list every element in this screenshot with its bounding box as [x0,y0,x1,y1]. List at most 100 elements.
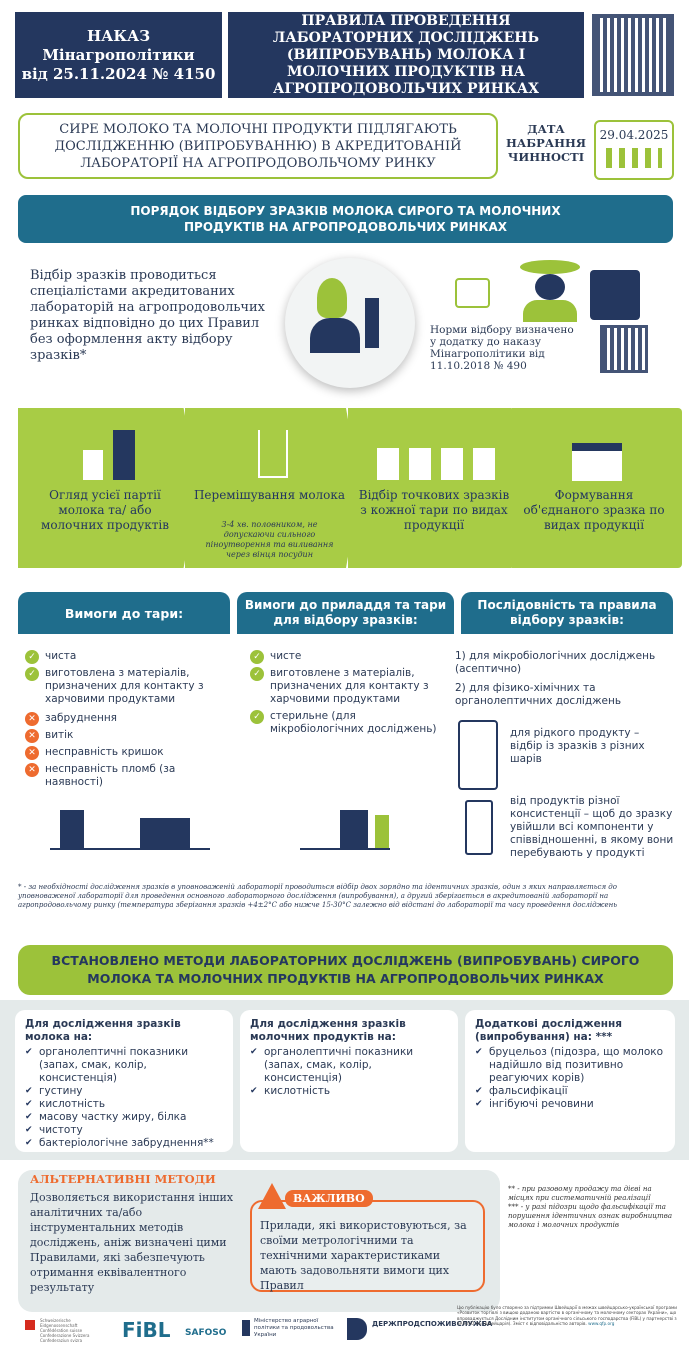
list-item: чиста [25,650,230,664]
mixed-rule: від продуктів різної консистенції – щоб … [510,795,674,859]
credits: Цю публікацію було створено за підтримки… [457,1305,677,1326]
footnote: * - за необхідності дослідження зразків … [18,883,618,909]
notes: ** - при разовому продажу та дієві на мі… [508,1185,676,1230]
note-triple-star: *** - у разі підозри щодо фальсифікації … [508,1203,673,1229]
dairy-products-icon [590,270,640,320]
header-text: Вимоги до приладдя та тари для відбору з… [244,598,447,627]
liquid-sampler-icon [458,720,498,790]
effective-date: 29.04.2025 [599,128,669,142]
date-label: ДАТА НАБРАННЯ ЧИННОСТІ [506,122,586,164]
list-item: бруцельоз (підозра, що молоко надійшло в… [475,1046,665,1085]
list-item: густину [25,1085,223,1098]
order-title: НАКАЗ [86,26,151,45]
list-item: витік [25,729,230,743]
important-box: Прилади, які використовуються, за своїми… [250,1200,485,1292]
containers-icon [50,800,210,850]
liquid-rule: для рідкого продукту – відбір із зразків… [510,727,645,765]
sampling-tools-icon [300,810,390,850]
card-title: Для дослідження зразків молочних продукт… [250,1018,406,1043]
list-item: кислотність [25,1098,223,1111]
warning-icon [258,1183,286,1209]
order-date: від 25.11.2024 № 4150 [21,64,216,83]
list-item: інгібуючі речовини [475,1098,665,1111]
milk-methods-card: Для дослідження зразків молока на: орган… [15,1010,233,1152]
header-text: Послідовність та правила відбору зразків… [477,598,657,627]
sample-containers-icon [377,448,497,480]
dpss-logo-text: ДЕРЖПРОДСПОЖИВСЛУЖБА [372,1320,493,1328]
combined-sample-icon [572,443,622,481]
sample-jars-icon [455,278,490,308]
sequence-list: 1) для мікробіологічних досліджень (асеп… [455,650,670,708]
alternative-text: Дозволяється використання інших аналітич… [30,1191,234,1294]
list-item: чисте [250,650,450,664]
page-title: ПРАВИЛА ПРОВЕДЕННЯ ЛАБОРАТОРНИХ ДОСЛІДЖЕ… [228,12,584,98]
mixing-glass-icon [257,430,288,478]
trident-icon [242,1320,250,1336]
step-title: Огляд усієї партії молока та/ або молочн… [40,488,169,532]
note-double-star: ** - при разовому продажу та дієві на мі… [508,1185,652,1202]
list-item: бактеріологічне забруднення** [25,1137,223,1150]
step-title: Перемішування молока [193,488,346,502]
safoso-logo: SAFOSO [185,1328,227,1338]
list-item: фальсифікації [475,1085,665,1098]
important-text: Прилади, які використовуються, за своїми… [260,1219,467,1292]
sequence-header: Послідовність та правила відбору зразків… [461,592,673,634]
list-item: чистоту [25,1124,223,1137]
step-point-samples: Відбір точкових зразків з кожної тари по… [348,408,526,568]
calendar-icon: 29.04.2025 [594,120,674,180]
banner-text: ВСТАНОВЛЕНО МЕТОДИ ЛАБОРАТОРНИХ ДОСЛІДЖЕ… [51,953,640,986]
order-box: НАКАЗ Мінагрополітики від 25.11.2024 № 4… [15,12,222,98]
card-title: Для дослідження зразків молока на: [25,1018,181,1043]
list-item: органолептичні показники (запах, смак, к… [25,1046,223,1085]
card-title: Додаткові дослідження (випробування) на:… [475,1018,622,1043]
norms-text: Норми відбору визначено у додатку до нак… [430,324,574,372]
farmer-icon [520,240,580,322]
list-item: несправність кришок [25,746,230,760]
extra-methods-card: Додаткові дослідження (випробування) на:… [465,1010,675,1152]
sampling-text: Відбір зразків проводиться спеціалістами… [30,268,266,363]
methods-banner: ВСТАНОВЛЕНО МЕТОДИ ЛАБОРАТОРНИХ ДОСЛІДЖЕ… [18,945,673,995]
list-item: кислотність [250,1085,448,1098]
list-item: несправність пломб (за наявності) [25,763,230,789]
order-org: Мінагрополітики [42,45,195,64]
sampling-band: ПОРЯДОК ВІДБОРУ ЗРАЗКІВ МОЛОКА СИРОГО ТА… [18,195,673,243]
mixed-product-icon [465,800,493,855]
title-text: ПРАВИЛА ПРОВЕДЕННЯ ЛАБОРАТОРНИХ ДОСЛІДЖЕ… [272,12,540,97]
credits-text: Цю публікацію було створено за підтримки… [457,1305,677,1326]
milk-products-icon [73,430,143,480]
container-requirements: чиста виготовлена з матеріалів, призначе… [25,650,230,793]
statement-text: СИРЕ МОЛОКО ТА МОЛОЧНІ ПРОДУКТИ ПІДЛЯГАЮ… [54,121,462,171]
tools-req-header: Вимоги до приладдя та тари для відбору з… [237,592,454,634]
dairy-methods-card: Для дослідження зразків молочних продукт… [240,1010,458,1152]
step-inspection: Огляд усієї партії молока та/ або молочн… [18,408,198,568]
list-item: виготовлена з матеріалів, призначених дл… [25,667,230,706]
step-mixing: Перемішування молока 3-4 хв. половником,… [185,408,360,568]
list-item: масову частку жиру, білка [25,1111,223,1124]
list-item: забруднення [25,712,230,726]
step-combined-sample: Формування об'єднаного зразка по видах п… [512,408,682,568]
intro-statement: СИРЕ МОЛОКО ТА МОЛОЧНІ ПРОДУКТИ ПІДЛЯГАЮ… [18,113,498,179]
step-note: 3-4 хв. половником, не допускаючи сильно… [205,520,334,559]
swiss-logo-text: Schweizerische Eidgenossenschaft Confédé… [40,1318,90,1343]
list-item: стерильне (для мікробіологічних дослідже… [250,710,450,736]
list-item: 2) для фізико-хімічних та органолептични… [455,682,622,707]
step-title: Формування об'єднаного зразка по видах п… [523,488,665,532]
norms-qr-code-icon[interactable] [600,325,648,373]
lab-specialist-icon [285,258,415,388]
header-text: Вимоги до тари: [64,605,184,621]
qr-code-icon[interactable] [592,14,674,96]
list-item: 1) для мікробіологічних досліджень (асеп… [455,650,656,675]
band-text: ПОРЯДОК ВІДБОРУ ЗРАЗКІВ МОЛОКА СИРОГО ТА… [130,204,561,234]
step-title: Відбір точкових зразків з кожної тари по… [358,488,510,532]
important-label: ВАЖЛИВО [285,1190,373,1207]
fibl-logo: FiBL [122,1318,171,1342]
credits-link[interactable]: www.qfp.org [588,1320,615,1326]
dpss-logo-icon [347,1318,367,1340]
list-item: органолептичні показники (запах, смак, к… [250,1046,448,1085]
tools-requirements: чисте виготовлене з матеріалів, призначе… [250,650,450,740]
ministry-logo-text: Міністерство аграрної політики та продов… [254,1318,334,1338]
container-req-header: Вимоги до тари: [18,592,230,634]
alternative-title: АЛЬТЕРНАТИВНІ МЕТОДИ [30,1172,216,1186]
list-item: виготовлене з матеріалів, призначених дл… [250,667,450,706]
swiss-flag-icon [25,1320,35,1330]
